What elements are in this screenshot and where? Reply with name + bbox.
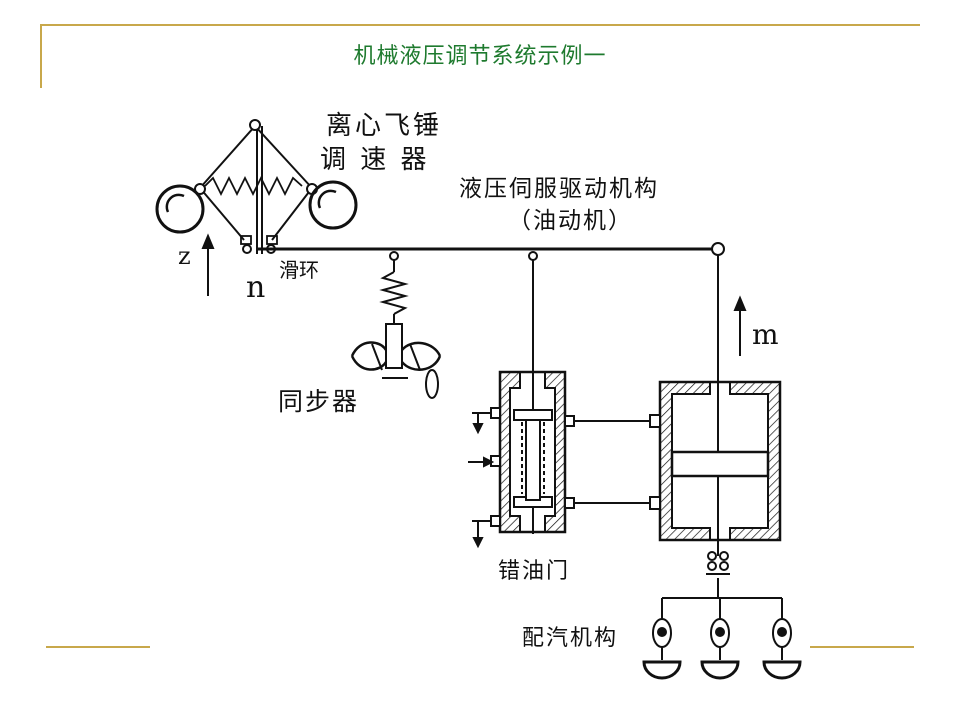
servo-motor [649, 255, 782, 575]
steam-valve-1 [642, 618, 682, 680]
synchronizer [350, 251, 442, 399]
bottom-left-rule [46, 646, 150, 648]
steam-valve-3 [762, 618, 802, 680]
n-axis-label: n [246, 270, 265, 305]
governor-label-line2: 调 速 器 [320, 145, 430, 175]
steam-distribution-label: 配汽机构 [522, 626, 618, 651]
synchronizer-label: 同步器 [278, 387, 359, 416]
z-arrow-icon [201, 233, 215, 296]
z-axis-label: z [178, 242, 191, 270]
rack-gear-icon [706, 551, 730, 575]
steam-valve-2 [700, 618, 740, 680]
governor-label-line1: 离心飞锤 [326, 111, 442, 141]
steam-distribution-mechanism [642, 578, 802, 680]
slide-title: 机械液压调节系统示例一 [353, 44, 607, 69]
servo-label-line2: （油动机） [508, 208, 633, 234]
lever-pivot [711, 242, 725, 256]
right-flyweight-ball [308, 180, 358, 230]
servo-label-line1: 液压伺服驱动机构 [459, 176, 659, 202]
top-rule [40, 24, 920, 26]
pilot-valve-label: 错油门 [498, 559, 570, 584]
m-axis-label: m [752, 318, 779, 351]
oil-pipes [574, 420, 650, 504]
left-flyweight-ball [155, 184, 205, 234]
m-arrow-icon [733, 295, 747, 356]
slip-ring-label: 滑环 [279, 258, 319, 282]
left-rule [40, 24, 42, 88]
pilot-valve [468, 251, 575, 549]
bottom-right-rule [810, 646, 914, 648]
flyweight-governor [155, 119, 358, 254]
